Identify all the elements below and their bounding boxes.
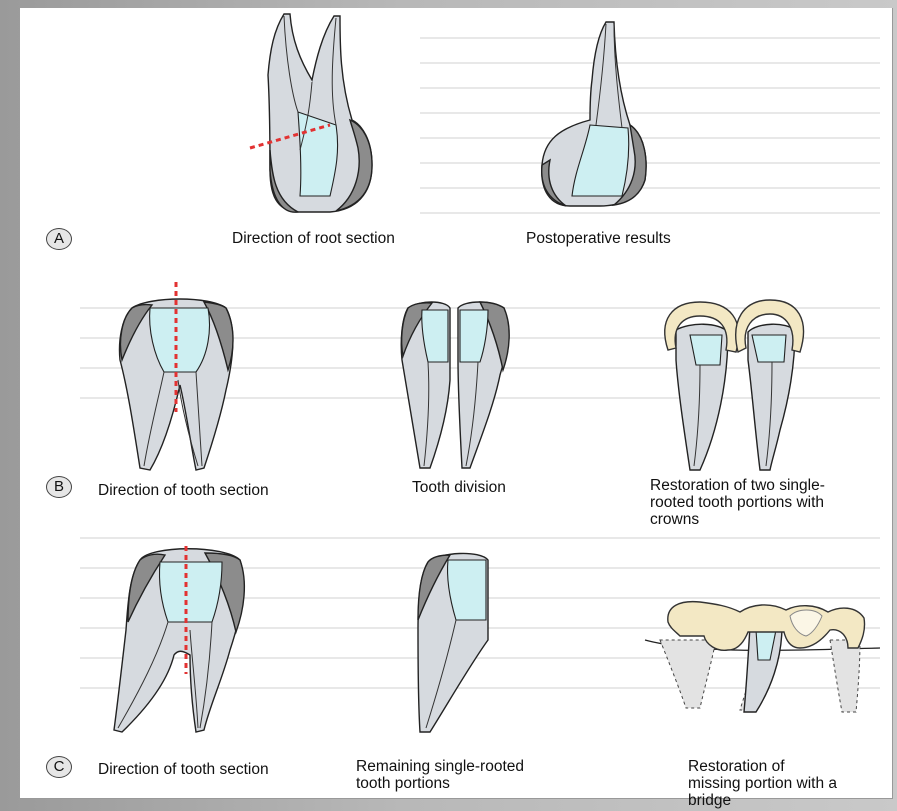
caption-b-restoration-crowns: Restoration of two single-rooted tooth p… — [650, 477, 850, 528]
tooth-b-division — [401, 302, 509, 468]
tooth-c-remaining — [418, 553, 488, 732]
panel-marker-b: B — [46, 476, 72, 498]
panel-marker-a: A — [46, 228, 72, 250]
caption-b-tooth-division: Tooth division — [412, 479, 506, 496]
caption-a-postoperative: Postoperative results — [526, 230, 671, 247]
tooth-c-section — [114, 546, 244, 732]
tooth-c-bridge — [645, 602, 880, 712]
panel-marker-c: C — [46, 756, 72, 778]
caption-b-tooth-section: Direction of tooth section — [98, 482, 269, 499]
tooth-a-section — [250, 14, 372, 212]
caption-c-remaining-portions: Remaining single-rooted tooth portions — [356, 758, 536, 792]
caption-a-root-section: Direction of root section — [232, 230, 395, 247]
tooth-b-section — [120, 282, 234, 470]
tooth-b-crowns — [665, 300, 804, 470]
caption-c-bridge-restoration: Restoration of missing portion with a br… — [688, 758, 838, 809]
tooth-a-result — [542, 22, 646, 206]
caption-c-tooth-section: Direction of tooth section — [98, 761, 269, 778]
